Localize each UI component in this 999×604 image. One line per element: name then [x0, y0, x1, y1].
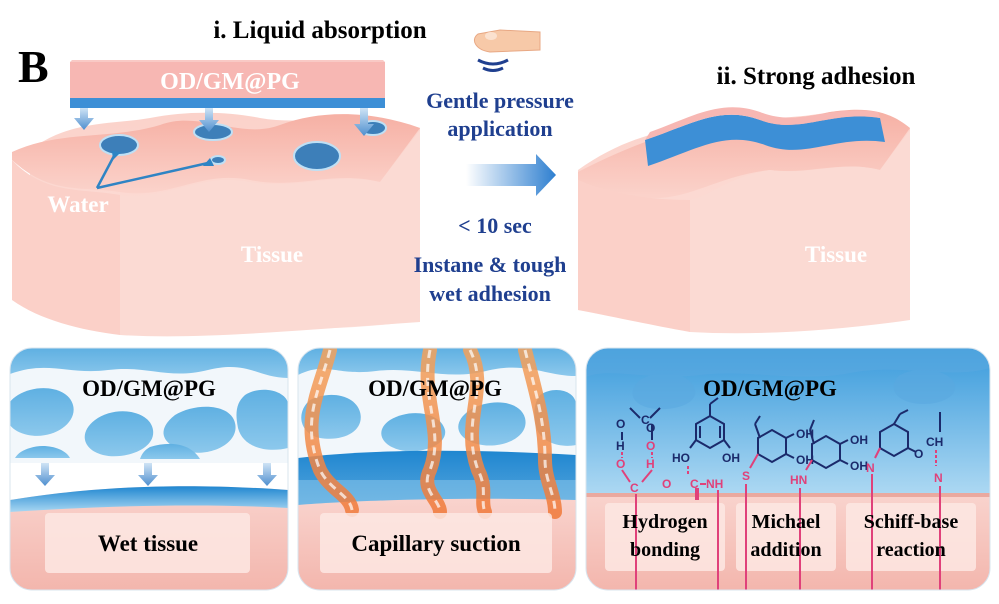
- michael-hn-structure: HN OH OH: [790, 419, 868, 590]
- finger-icon: [474, 29, 541, 72]
- left-tissue-block: [12, 112, 420, 337]
- down-arrow-icon: [199, 108, 219, 132]
- michael-s-structure: S OH OH: [742, 415, 814, 590]
- chem-c1: C: [641, 413, 650, 427]
- chem-o2: O: [646, 421, 655, 435]
- absorption-arrows: [74, 108, 374, 136]
- chem-hn: HN: [790, 473, 807, 487]
- chem-o4: O: [646, 439, 655, 453]
- panel1-caption: Wet tissue: [98, 531, 198, 556]
- droplet: [99, 134, 139, 156]
- chem-o6: O: [914, 447, 923, 461]
- chem-ch: CH: [926, 435, 943, 449]
- patch-label: OD/GM@PG: [160, 69, 300, 95]
- down-arrow-icon: [354, 108, 374, 136]
- time-label: < 10 sec: [458, 213, 532, 238]
- droplet: [210, 155, 226, 165]
- tissue-label-right: Tissue: [805, 242, 867, 267]
- chem-h1: H: [616, 439, 625, 453]
- panel-chemistry: O C H O H O O C: [586, 348, 990, 590]
- patch-adhered: [645, 107, 885, 166]
- water-pointer-arrows: [95, 151, 214, 190]
- panel2-caption: Capillary suction: [351, 531, 521, 556]
- down-arrow-icon: [138, 463, 158, 486]
- chem-h2: H: [646, 457, 655, 471]
- panel-wet-tissue: [10, 348, 288, 590]
- chem-nh: NH: [706, 477, 723, 491]
- caption-michael-line2: addition: [750, 539, 821, 561]
- chem-c3: C: [690, 477, 699, 491]
- caption-schiff-line2: reaction: [876, 539, 946, 561]
- tissue-label-left: Tissue: [241, 242, 303, 267]
- panel-letter: B: [18, 41, 49, 92]
- chem-oh: OH: [722, 451, 740, 465]
- chem-c2: C: [630, 481, 639, 495]
- chem-n2: N: [934, 471, 943, 485]
- caption-schiff-line1: Schiff-base: [864, 511, 959, 533]
- chem-ho: HO: [672, 451, 690, 465]
- catechol-amide-structure: HO OH C NH O: [662, 397, 740, 590]
- pressure-line1: Gentle pressure: [426, 88, 574, 113]
- chem-o5: O: [662, 477, 671, 491]
- panel-capillary-suction: [298, 348, 576, 590]
- chem-o3: O: [616, 457, 625, 471]
- chem-oh5: OH: [850, 459, 868, 473]
- panel3-title: OD/GM@PG: [703, 376, 837, 402]
- chem-n1: N: [866, 461, 875, 475]
- chem-s: S: [742, 469, 750, 483]
- chem-oh4: OH: [850, 433, 868, 447]
- panel1-title: OD/GM@PG: [82, 376, 216, 402]
- hydrogen-bond-structure: O C H O H O O C: [616, 407, 661, 590]
- adhesion-line2: wet adhesion: [429, 281, 551, 306]
- schiff-base-structure: N O CH N: [866, 409, 943, 590]
- process-arrow-icon: [466, 154, 556, 196]
- patch-floating: OD/GM@PG: [70, 60, 385, 108]
- caption-hydrogen-line1: Hydrogen: [622, 511, 707, 533]
- step1-title: i. Liquid absorption: [213, 17, 426, 44]
- down-arrow-icon: [257, 463, 277, 486]
- droplet: [293, 141, 341, 171]
- caption-michael-line1: Michael: [752, 511, 821, 533]
- adhesion-line1: Instane & tough: [414, 252, 567, 277]
- down-arrow-icon: [35, 463, 55, 486]
- right-tissue-block: [578, 109, 910, 334]
- panel2-title: OD/GM@PG: [368, 376, 502, 402]
- water-label: Water: [47, 192, 108, 217]
- pressure-line2: application: [447, 116, 552, 141]
- step2-title: ii. Strong adhesion: [717, 63, 916, 90]
- chem-o1: O: [616, 417, 625, 431]
- caption-hydrogen-line2: bonding: [630, 539, 700, 561]
- down-arrow-icon: [74, 108, 94, 130]
